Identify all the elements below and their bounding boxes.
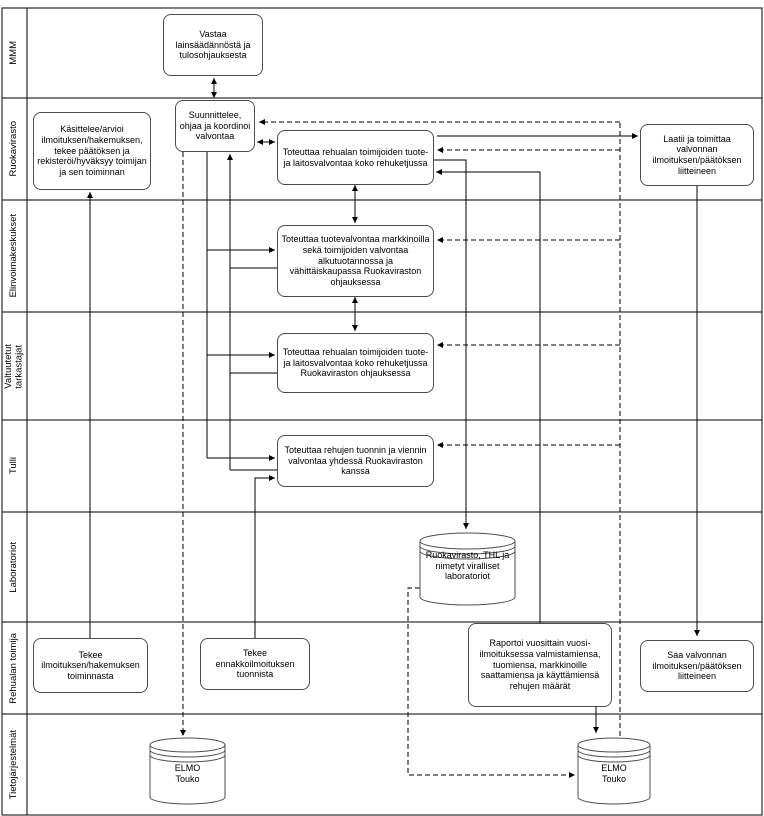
lane-label-text: Rehualan toimija <box>8 632 20 704</box>
lane-label-text: MMM <box>8 41 20 65</box>
task-saa-valvonnan: Saa valvonnan ilmoituksen/päätöksen liit… <box>640 640 754 692</box>
datastore-elmo-left-label: ELMO Touko <box>174 763 201 784</box>
task-toteuttaa-valtuutetut: Toteuttaa rehualan toimijoiden tuote- ja… <box>277 333 434 393</box>
task-raportoi-vuosittain: Raportoi vuosittain vuosi-ilmoituksessa … <box>468 623 612 707</box>
lane-label-text: Tulli <box>8 457 20 475</box>
task-toteuttaa-tulli: Toteuttaa rehujen tuonnin ja viennin val… <box>277 435 434 487</box>
datastore-laboratoriot-label: Ruokavirasto, THL ja nimetyt viralliset … <box>425 550 510 582</box>
lane-label-rehualan-toimija: Rehualan toimija <box>2 622 27 714</box>
lane-label-text: Valtuutetut tarkastajat <box>3 343 25 389</box>
lane-label-mmm: MMM <box>2 8 27 98</box>
edge-raportoi-toteuttaa <box>436 169 541 623</box>
lane-label-text: Elinvoimakeskukset <box>8 214 20 298</box>
task-toteuttaa-elinvoima: Toteuttaa tuotevalvontaa markkinoilla se… <box>277 225 434 297</box>
diagram-frame <box>1 7 763 816</box>
lane-label-elinvoimakeskukset: Elinvoimakeskukset <box>2 200 27 312</box>
datastore-elmo-right-label: ELMO Touko <box>601 763 627 784</box>
edge-toteuttaa-laboratoriot <box>434 159 469 529</box>
task-laatii-toimittaa: Laatii ja toimittaa valvonnan ilmoitukse… <box>640 124 754 186</box>
datastore-elmo-right <box>577 737 651 805</box>
task-vastaa-lainsaadannosta: Vastaa lainsäädännöstä ja tulosohjaukses… <box>163 14 263 76</box>
edge-ennakkoilmoitus-tulli <box>254 475 275 638</box>
task-tekee-ennakkoilmoituksen: Tekee ennakkoilmoituksen tuonnista <box>200 638 310 690</box>
task-tekee-ilmoituksen: Tekee ilmoituksen/hakemuksen toiminnasta <box>33 638 148 693</box>
lane-label-laboratoriot: Laboratoriot <box>2 512 27 622</box>
datastore-laboratoriot <box>419 532 516 606</box>
lane-label-text: Laboratoriot <box>8 541 20 593</box>
lane-label-ruokavirasto: Ruokavirasto <box>2 98 27 200</box>
lane-label-tietojarjestelmat: Tietojärjestelmät <box>2 714 27 815</box>
lane-label-text: Tietojärjestelmät <box>8 729 20 800</box>
task-suunnittelee-ohjaa: Suunnittelee, ohjaa ja koordinoi valvont… <box>175 100 255 152</box>
datastore-elmo-left <box>149 737 226 805</box>
edge-dashed-laboratoriot-elmo <box>407 587 575 778</box>
lane-label-valtuutetut-tarkastajat: Valtuutetut tarkastajat <box>2 312 27 420</box>
task-kasittelee-arvioi: Käsittelee/arvioi ilmoituksen/hakemuksen… <box>33 112 151 190</box>
lane-label-tulli: Tulli <box>2 420 27 512</box>
task-toteuttaa-ruokavirasto: Toteuttaa rehualan toimijoiden tuote- ja… <box>277 130 434 185</box>
lane-label-text: Ruokavirasto <box>8 121 20 177</box>
